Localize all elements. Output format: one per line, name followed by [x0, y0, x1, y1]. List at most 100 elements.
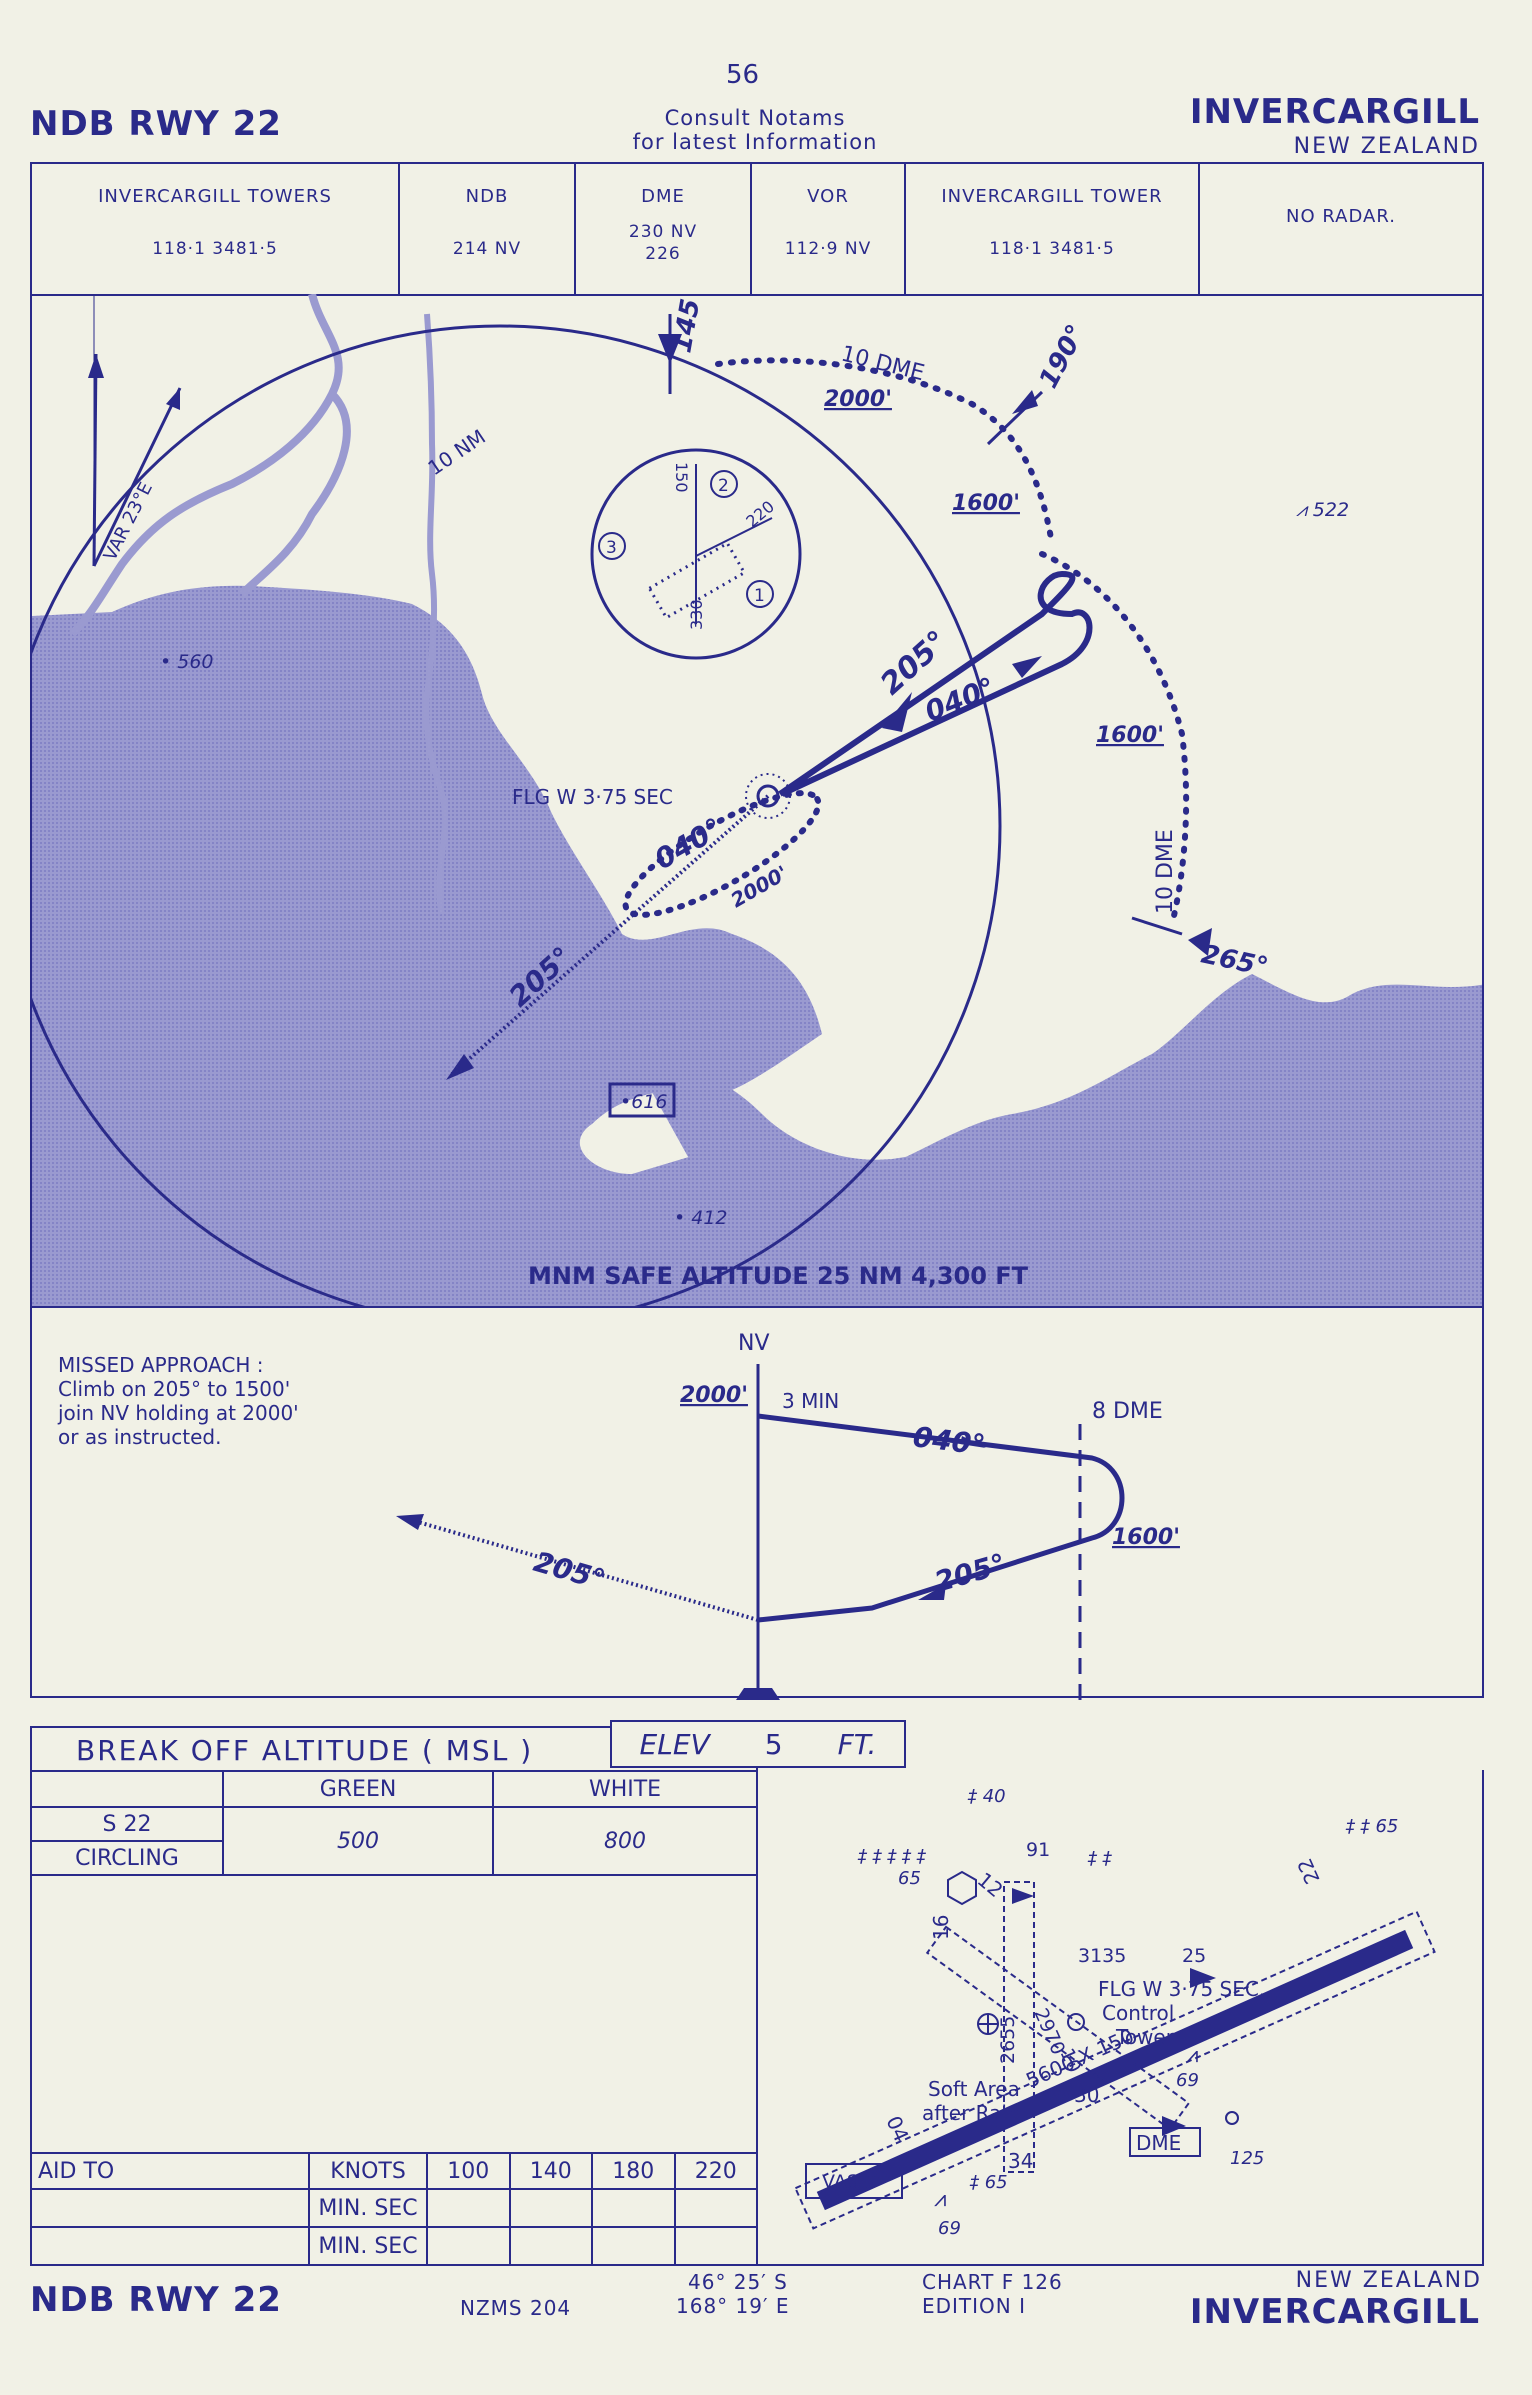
- aerodrome-beacon: [1067, 2013, 1085, 2031]
- min-sec-label-2: MIN. SEC: [308, 2226, 428, 2266]
- obstacle-peak-2: ⩘: [1186, 2043, 1198, 2068]
- dme-station-label: DME: [1136, 2131, 1181, 2155]
- spot-height-522: ⩘ 522: [1296, 499, 1349, 521]
- ndb-holding: [622, 790, 822, 918]
- freq-box-towers: INVERCARGILL TOWERS 118·1 3481·5: [32, 164, 400, 294]
- alt-1600-a: 1600': [952, 491, 1020, 516]
- dme-arc-top-label: 10 DME: [839, 342, 927, 387]
- obstacle-65-a: 65: [898, 1868, 921, 1889]
- rwy-34-label: 34: [1008, 2149, 1033, 2173]
- row-circling: CIRCLING: [30, 1840, 224, 1876]
- river-inner: [423, 313, 448, 915]
- footer-approach-title: NDB RWY 22: [30, 2280, 282, 2320]
- minima-blank-area: [30, 1876, 758, 2266]
- timing-cell: [426, 2226, 511, 2266]
- soft-area-line2: after Rain.: [922, 2101, 1026, 2125]
- profile-3-min: 3 MIN: [782, 1389, 839, 1413]
- missed-approach-title: MISSED APPROACH :: [58, 1353, 263, 1377]
- ndb-beacon: [756, 784, 780, 808]
- profile-nv-label: NV: [738, 1331, 770, 1356]
- timing-blank-2: [30, 2226, 310, 2266]
- radial-265-label: 265°: [1199, 940, 1271, 983]
- rwy-04-label: 04: [881, 2112, 913, 2145]
- dme-station: [1225, 2111, 1239, 2125]
- footer-city: INVERCARGILL: [1189, 2292, 1480, 2332]
- footer-lat: 46° 25′ S: [688, 2270, 788, 2294]
- elev-label: ELEV: [639, 1727, 710, 1761]
- row-s22: S 22: [30, 1806, 224, 1842]
- freq-label: NO RADAR.: [1286, 206, 1396, 227]
- timing-table: AID TO KNOTS 100 140 180 220 MIN. SEC MI…: [30, 2152, 758, 2266]
- freq-value: 214 NV: [452, 239, 522, 259]
- arrow-east: [1190, 1968, 1216, 1988]
- minima-table: GREEN WHITE S 22 500 800 CIRCLING: [30, 1770, 758, 1876]
- freq-box-vor: VOR 112·9 NV: [752, 164, 906, 294]
- aerodrome-beacon-label: FLG W 3·75 SEC.: [1098, 1977, 1265, 2001]
- inset-330: 330: [687, 599, 706, 630]
- missed-approach-line3: join NV holding at 2000': [57, 1401, 299, 1425]
- length-2655: 2655: [997, 2016, 1019, 2064]
- obstacle-69-a: 69: [1176, 2070, 1199, 2091]
- freq-value: 230 NV 226: [628, 222, 698, 264]
- inset-150: 150: [672, 462, 691, 493]
- obstacle-trees: ‡ ‡ ‡ ‡ ‡: [857, 1846, 927, 1867]
- timing-cell: [591, 2188, 676, 2228]
- rwy-30-label: 30: [1074, 2083, 1099, 2107]
- timing-cell: [673, 2226, 758, 2266]
- minima-corner: [30, 1770, 224, 1808]
- obstacle-peak: ⩘: [934, 2187, 946, 2212]
- msa-label: MNM SAFE ALTITUDE 25 NM 4,300 FT: [528, 1262, 1029, 1290]
- procedure-track: [778, 570, 1093, 797]
- plan-view-svg: VAR 23°E 10 NM 10 DME 10 DME 2000' 1600'…: [32, 294, 1482, 1306]
- footer-country: NEW ZEALAND: [1295, 2268, 1482, 2293]
- col-white-header: WHITE: [492, 1770, 758, 1808]
- plan-view: VAR 23°E 10 NM 10 DME 10 DME 2000' 1600'…: [30, 294, 1484, 1306]
- land-mass-south: [642, 1067, 1092, 1194]
- dme-arc-right: [1039, 551, 1190, 927]
- elev-unit: FT.: [837, 1727, 877, 1761]
- freq-value: 118·1 3481·5: [989, 239, 1115, 259]
- col-green-header: GREEN: [222, 1770, 494, 1808]
- timing-cell: [426, 2188, 511, 2228]
- timing-blank-1: [30, 2188, 310, 2228]
- true-north-arrow: [92, 353, 98, 567]
- control-label: Control: [1102, 2001, 1174, 2025]
- approach-title: NDB RWY 22: [30, 104, 282, 144]
- inset-sector-3: 3: [606, 538, 617, 558]
- rwy-22-label: 22: [1292, 1855, 1324, 1888]
- spot-height-412: • 412: [674, 1207, 728, 1229]
- profile-track-205-out: 205°: [530, 1545, 609, 1597]
- radial-265: [1131, 916, 1183, 936]
- land-mass: [32, 585, 1482, 1306]
- profile-track-040: 040°: [911, 1420, 987, 1462]
- river: [69, 294, 351, 637]
- country-label: NEW ZEALAND: [1293, 134, 1480, 159]
- profile-svg: MISSED APPROACH : Climb on 205° to 1500'…: [57, 1331, 1180, 1700]
- notam-line-2: for latest Information: [632, 130, 878, 154]
- aerodrome-svg: 22 04 5600 X 150 12 30 16 34 2655 2970 3…: [794, 1786, 1436, 2239]
- inset-sector-2: 2: [718, 476, 729, 496]
- spot-height-616: •616: [620, 1091, 667, 1113]
- aerodrome-diagram: 22 04 5600 X 150 12 30 16 34 2655 2970 3…: [758, 1772, 1482, 2264]
- elevation-box: ELEV 5 FT.: [610, 1720, 906, 1768]
- speed-180: 180: [591, 2152, 676, 2190]
- freq-box-dme: DME 230 NV 226: [576, 164, 752, 294]
- ring-10nm: [32, 324, 1002, 1306]
- profile-track-205-in: 205°: [931, 1547, 1010, 1599]
- freq-box-tower: INVERCARGILL TOWER 118·1 3481·5: [906, 164, 1200, 294]
- freq-label: INVERCARGILL TOWERS: [98, 186, 332, 207]
- elev-value: 5: [764, 1727, 783, 1761]
- white-minimum: 800: [492, 1806, 758, 1876]
- spot-height-560: • 560: [160, 651, 214, 673]
- aid-to-label: AID TO: [30, 2152, 310, 2190]
- vasis-label: VASIS: [822, 2171, 877, 2193]
- runway-04-22: [816, 1929, 1414, 2211]
- page-number: 56: [726, 60, 760, 90]
- profile-8-dme: 8 DME: [1092, 1399, 1163, 1424]
- aerodrome-frame: [756, 1770, 1484, 2266]
- alt-2000-top: 2000': [824, 387, 892, 412]
- timing-cell: [591, 2226, 676, 2266]
- num-91: 91: [1026, 1839, 1050, 1861]
- freq-label: DME: [641, 186, 685, 207]
- minima-divider: [30, 1696, 1484, 1728]
